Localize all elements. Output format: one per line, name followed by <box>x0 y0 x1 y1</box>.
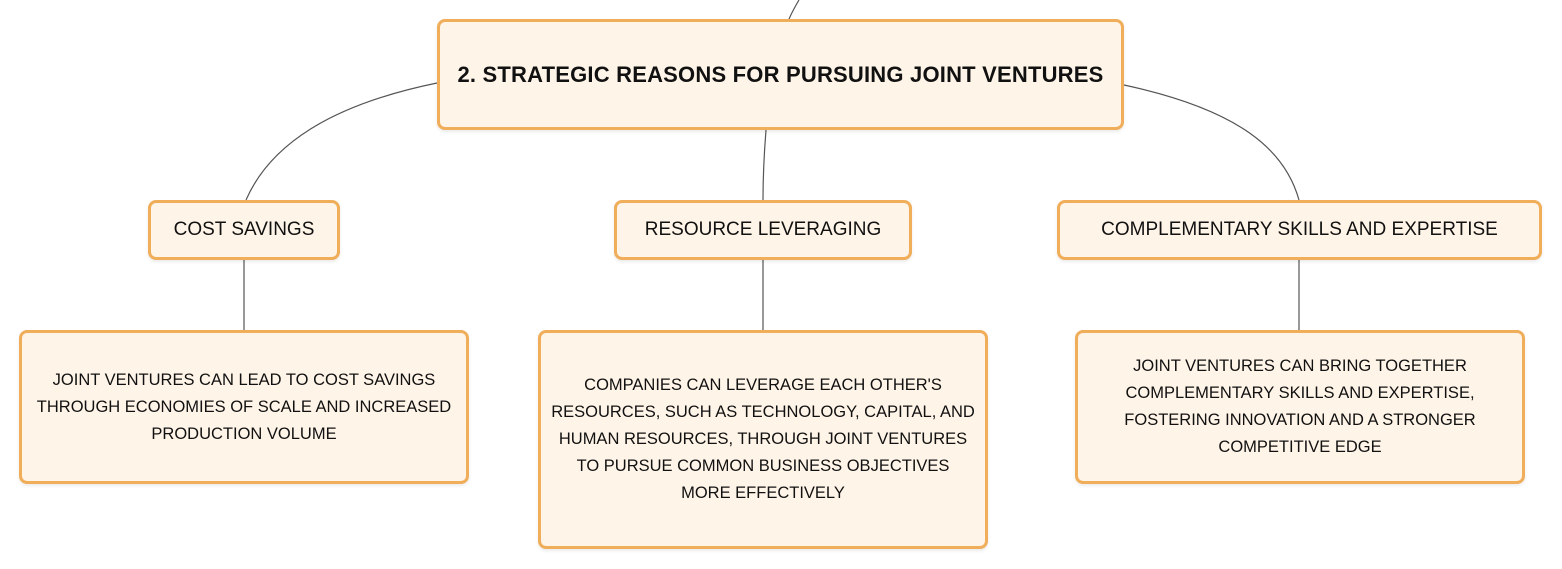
detail-node-text: COMPANIES CAN LEVERAGE EACH OTHER'S RESO… <box>551 376 975 502</box>
branch-node-label: COST SAVINGS <box>173 219 315 240</box>
root-node-label: 2. STRATEGIC REASONS FOR PURSUING JOINT … <box>457 61 1104 87</box>
connector-root-to-complementary-skills <box>1123 84 1300 201</box>
branch-node-label: RESOURCE LEVERAGING <box>644 219 882 240</box>
root-node[interactable]: 2. STRATEGIC REASONS FOR PURSUING JOINT … <box>437 19 1124 130</box>
detail-node-cost-savings[interactable]: JOINT VENTURES CAN LEAD TO COST SAVINGS … <box>19 330 469 484</box>
detail-node-resource-leveraging[interactable]: COMPANIES CAN LEVERAGE EACH OTHER'S RESO… <box>538 330 988 549</box>
connector-root-to-resource-leveraging <box>762 129 767 201</box>
detail-node-text: JOINT VENTURES CAN BRING TOGETHER COMPLE… <box>1124 357 1476 456</box>
detail-node-complementary-skills[interactable]: JOINT VENTURES CAN BRING TOGETHER COMPLE… <box>1075 330 1525 484</box>
connector-incoming-root <box>788 0 800 20</box>
detail-node-text: JOINT VENTURES CAN LEAD TO COST SAVINGS … <box>36 370 452 443</box>
branch-node-cost-savings[interactable]: COST SAVINGS <box>148 200 340 260</box>
connector-root-to-cost-savings <box>245 82 438 201</box>
branch-node-resource-leveraging[interactable]: RESOURCE LEVERAGING <box>614 200 912 260</box>
branch-node-label: COMPLEMENTARY SKILLS AND EXPERTISE <box>1101 219 1498 240</box>
branch-node-complementary-skills[interactable]: COMPLEMENTARY SKILLS AND EXPERTISE <box>1057 200 1542 260</box>
